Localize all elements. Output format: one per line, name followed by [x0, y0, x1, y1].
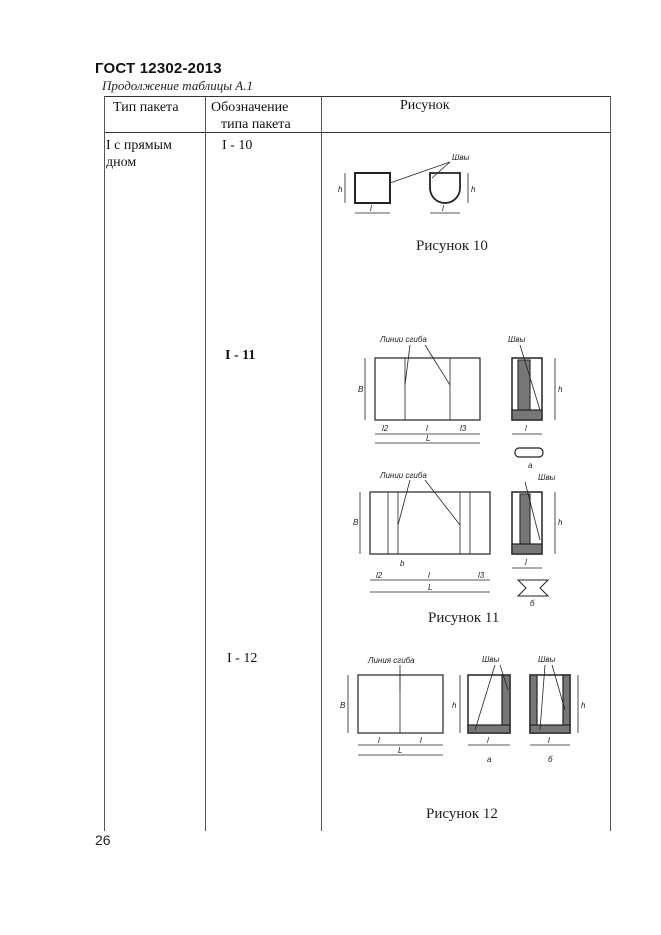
fig11-b-dim-label-top: B — [358, 385, 364, 394]
fig11-L-label-top: L — [426, 434, 430, 443]
package-type-line2: дном — [106, 155, 137, 170]
figure-11-drawing: Линии сгиба Швы B h l2 l l3 L l а Линии … — [353, 335, 563, 608]
fig11-fold-lines-label-bottom: Линии сгиба — [379, 471, 427, 480]
designation-i-10: I - 10 — [222, 138, 253, 153]
table-column-divider-1 — [205, 96, 206, 831]
fig11-l-label-side-top: l — [525, 424, 527, 433]
fig11-variant-b-label: б — [530, 599, 535, 608]
figure-11-caption: Рисунок 11 — [428, 610, 500, 626]
page-number: 26 — [95, 832, 111, 848]
fig11-h-label-top: h — [558, 385, 563, 394]
header-designation-line1: Обозначение — [211, 100, 289, 115]
fig12-seams-label-a: Швы — [482, 655, 500, 664]
figure-12-caption: Рисунок 12 — [426, 806, 498, 822]
fig10-h-label-2: h — [471, 185, 476, 194]
fig10-l-label-2: l — [442, 204, 444, 213]
fig11-l2-label-top: l2 — [382, 424, 389, 433]
figure-10-caption: Рисунок 10 — [416, 238, 488, 254]
figure-12-drawing: Линия сгиба Швы Швы B h h l l L l l а б — [340, 655, 586, 764]
header-package-type: Тип пакета — [113, 100, 179, 115]
document-title: ГОСТ 12302-2013 — [95, 60, 222, 77]
fig11-h-label-bottom: h — [558, 518, 563, 527]
header-designation-line2: типа пакета — [221, 117, 291, 132]
table-right-border — [610, 96, 611, 831]
fig12-variant-a-label: а — [487, 755, 492, 764]
table-header-bottom-border — [104, 132, 611, 133]
fig12-l-label-1: l — [378, 736, 380, 745]
fig11-b-small-label: b — [400, 559, 405, 568]
fig11-l2-label-bottom: l2 — [376, 571, 383, 580]
table-column-divider-2 — [321, 96, 322, 831]
designation-i-12: I - 12 — [227, 651, 258, 666]
fig11-variant-a-label: а — [528, 461, 533, 470]
fig11-L-label-bottom: L — [428, 583, 432, 592]
fig11-fold-lines-label-top: Линии сгиба — [379, 335, 427, 344]
fig11-l-label-side-bottom: l — [525, 558, 527, 567]
fig12-l-label-2: l — [420, 736, 422, 745]
fig12-h-label-b: h — [581, 701, 586, 710]
fig10-l-label: l — [370, 204, 372, 213]
fig12-seams-label-b: Швы — [538, 655, 556, 664]
figure-10-drawing: Швы h l l h — [338, 153, 476, 214]
table-continuation-caption: Продолжение таблицы А.1 — [102, 78, 253, 93]
fig11-seams-label-top: Швы — [508, 335, 526, 344]
table-top-border — [104, 96, 611, 97]
fig12-fold-line-label: Линия сгиба — [367, 656, 415, 665]
fig12-variant-b-label: б — [548, 755, 553, 764]
table-left-border — [104, 96, 105, 831]
fig11-b-dim-label-bottom: B — [353, 518, 359, 527]
fig10-h-label: h — [338, 185, 343, 194]
fig11-l3-label-bottom: l3 — [478, 571, 485, 580]
fig11-seams-label-bottom: Швы — [538, 473, 556, 482]
fig12-l-label-a: l — [487, 736, 489, 745]
fig12-b-dim-label: B — [340, 701, 346, 710]
fig12-l-label-b: l — [548, 736, 550, 745]
fig10-seams-label: Швы — [452, 153, 470, 162]
fig11-l-label-bottom: l — [428, 571, 430, 580]
fig12-L-label: L — [398, 746, 402, 755]
fig11-l3-label-top: l3 — [460, 424, 467, 433]
fig11-l-label-top: l — [426, 424, 428, 433]
header-figure: Рисунок — [400, 98, 450, 113]
designation-i-11: I - 11 — [225, 348, 256, 363]
package-type-line1: I с прямым — [106, 138, 172, 153]
fig12-h-label-a: h — [452, 701, 457, 710]
